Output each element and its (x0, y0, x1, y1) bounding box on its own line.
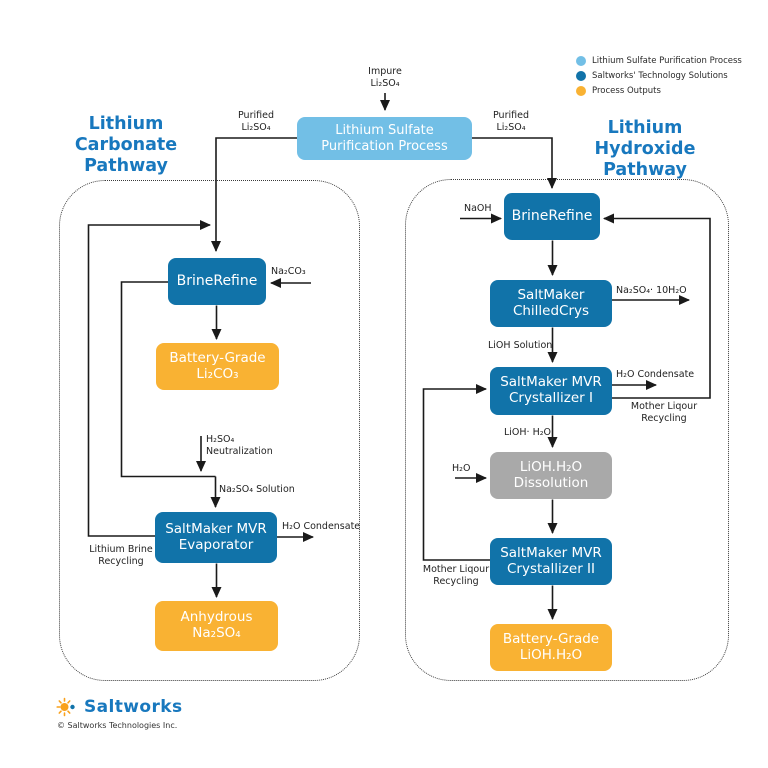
saltworks-logo: Saltworks © Saltworks Technologies Inc. (55, 696, 182, 730)
saltworks-sun-icon (56, 697, 75, 717)
node-saltmaker-mvr-crystallizer-2: SaltMaker MVR Crystallizer II (490, 538, 612, 585)
label-h2o-condensate-right: H₂O Condensate (616, 369, 695, 380)
node-brinerefine-left: BrineRefine (168, 258, 266, 305)
label-lioh-h2o: LiOH· H₂O (504, 427, 552, 438)
right-pathway-container (405, 179, 729, 681)
heading-lithium-carbonate-pathway: Lithium Carbonate Pathway (74, 114, 178, 176)
label-lithium-brine-recycling: Lithium Brine Recycling (89, 544, 153, 567)
label-mother-liquor-recycling-right: Mother Liqour Recycling (630, 401, 698, 424)
node-lioh-h2o-dissolution: LiOH.H₂O Dissolution (490, 452, 612, 499)
node-battery-grade-lioh-h2o: Battery-Grade LiOH.H₂O (490, 624, 612, 671)
legend-swatch-icon (576, 71, 586, 81)
node-anhydrous-na2so4: Anhydrous Na₂SO₄ (155, 601, 278, 651)
arrow-lithium-brine-recycle (87, 220, 211, 537)
legend-swatch-icon (576, 56, 586, 66)
node-lithium-sulfate-purification: Lithium Sulfate Purification Process (297, 117, 472, 160)
label-na2so4-10h2o: Na₂SO₄· 10H₂O (616, 285, 687, 296)
arrow-mother-liquor-right (603, 213, 711, 399)
node-battery-grade-li2co3: Battery-Grade Li₂CO₃ (156, 343, 279, 390)
left-pathway-container (59, 180, 360, 681)
arrow-purified-right (472, 137, 557, 189)
node-brinerefine-right: BrineRefine (504, 193, 600, 240)
arrow-mother-liquor-left (422, 384, 490, 561)
node-saltmaker-chilledcrys: SaltMaker ChilledCrys (490, 280, 612, 327)
legend-item: Process Outputs (576, 86, 742, 96)
label-na2co3: Na₂CO₃ (271, 266, 306, 277)
legend-label: Saltworks' Technology Solutions (592, 71, 728, 81)
label-h2o-in: H₂O (452, 463, 471, 474)
label-na2so4-solution: Na₂SO₄ Solution (219, 484, 295, 495)
legend-label: Process Outputs (592, 86, 661, 96)
arrow-purified-left (211, 137, 297, 252)
legend-swatch-icon (576, 86, 586, 96)
label-h2o-condensate-left: H₂O Condensate (282, 521, 361, 532)
line-brine-left-loop (120, 281, 216, 478)
label-naoh: NaOH (464, 203, 492, 214)
label-impure-li2so4: Impure Li₂SO₄ (368, 66, 402, 89)
legend-item: Lithium Sulfate Purification Process (576, 56, 742, 66)
label-h2so4-neutralization: H₂SO₄ Neutralization (206, 434, 273, 457)
legend: Lithium Sulfate Purification Process Sal… (576, 56, 742, 96)
legend-label: Lithium Sulfate Purification Process (592, 56, 742, 66)
copyright-text: © Saltworks Technologies Inc. (57, 721, 178, 730)
label-purified-li2so4-left: Purified Li₂SO₄ (238, 110, 274, 133)
node-saltmaker-mvr-evaporator: SaltMaker MVR Evaporator (155, 512, 277, 563)
legend-item: Saltworks' Technology Solutions (576, 71, 742, 81)
heading-lithium-hydroxide-pathway: Lithium Hydroxide Pathway (594, 118, 696, 180)
label-mother-liquor-recycling-left: Mother Liqour Recycling (422, 564, 490, 587)
node-saltmaker-mvr-crystallizer-1: SaltMaker MVR Crystallizer I (490, 367, 612, 415)
label-lioh-solution: LiOH Solution (488, 340, 553, 351)
label-purified-li2so4-right: Purified Li₂SO₄ (493, 110, 529, 133)
logo-wordmark: Saltworks (84, 697, 183, 717)
